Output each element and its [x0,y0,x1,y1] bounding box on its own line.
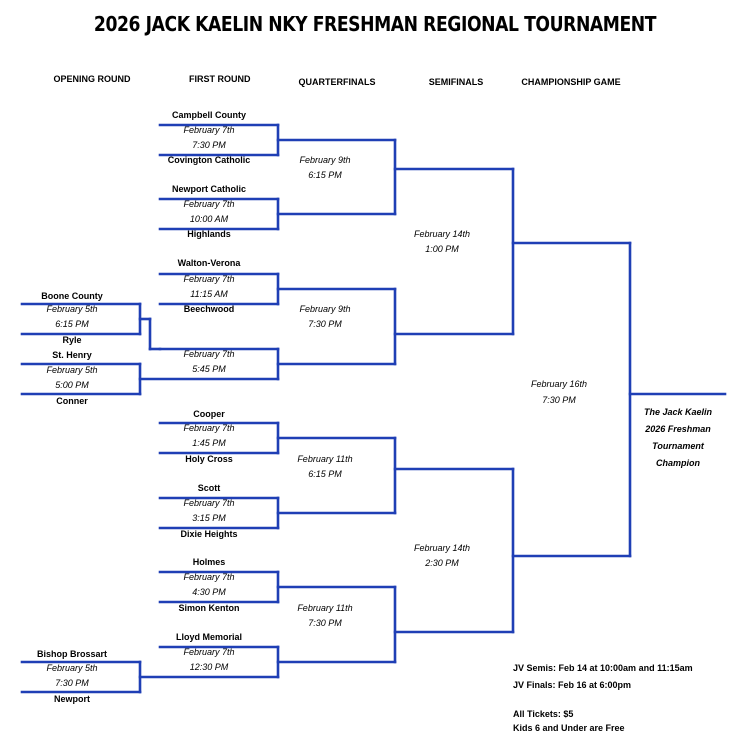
team-name: Simon Kenton [178,603,240,613]
info-kids-free: Kids 6 and Under are Free [513,723,625,733]
game-time: 2:30 PM [425,558,459,568]
team-name: Covington Catholic [167,155,251,165]
round-header-label: FIRST ROUND [189,74,251,84]
game-date: February 11th [297,454,353,464]
team-name: Holy Cross [185,454,233,464]
game-time: 1:45 PM [192,438,226,448]
team-name: Walton-Verona [177,258,241,268]
team-name: Newport Catholic [171,184,247,194]
game-time: 5:00 PM [55,380,89,390]
team-name: Conner [56,396,88,406]
game-time: 7:30 PM [55,678,89,688]
team-name: Ryle [62,335,82,345]
game-time: 6:15 PM [308,469,342,479]
game-date: February 11th [297,603,353,613]
game-date: February 7th [183,572,235,582]
round-header-label: SEMIFINALS [428,77,484,87]
game-time: 1:00 PM [425,244,459,254]
game-time: 7:30 PM [308,618,342,628]
champion-label: The Jack Kaelin 2026 Freshman Tournament… [630,404,726,472]
round-header-championship: CHAMPIONSHIP GAME [521,75,620,90]
info-jv-finals: JV Finals: Feb 16 at 6:00pm [513,680,632,690]
game-date: February 9th [299,304,351,314]
info-jv-semis: JV Semis: Feb 14 at 10:00am and 11:15am [513,663,693,673]
game-time: 4:30 PM [192,587,226,597]
team-name: Bishop Brossart [36,649,108,659]
round-header-first: FIRST ROUND [189,72,251,87]
team-name: Newport [54,694,90,704]
game-time: 5:45 PM [192,364,226,374]
game-date: February 7th [183,498,235,508]
team-name: Lloyd Memorial [175,632,243,642]
game-time: 6:15 PM [308,170,342,180]
game-time: 6:15 PM [55,319,89,329]
team-name: Campbell County [171,110,247,120]
game-time: 12:30 PM [189,662,229,672]
round-header-opening: OPENING ROUND [52,72,132,87]
game-date: February 7th [183,274,235,284]
champion-line: Tournament [652,441,704,451]
round-header-label: QUARTERFINALS [298,77,376,87]
game-date: February 14th [413,229,471,239]
game-date: February 7th [183,647,235,657]
team-name: Dixie Heights [180,529,238,539]
champion-line: 2026 Freshman [645,424,711,434]
game-time: 3:15 PM [192,513,226,523]
round-header-label: CHAMPIONSHIP GAME [521,77,621,87]
game-date: February 9th [299,155,351,165]
game-time: 7:30 PM [542,395,576,405]
game-date: February 5th [46,663,98,673]
team-name: Highlands [187,229,231,239]
game-date: February 5th [46,365,98,375]
team-name: Holmes [192,557,226,567]
page-title: 2026 JACK KAELIN NKY FRESHMAN REGIONAL T… [93,12,657,36]
game-date: February 7th [183,349,235,359]
team-name: Beechwood [183,304,235,314]
game-date: February 16th [530,379,588,389]
champion-line: The Jack Kaelin [643,407,713,417]
round-header-label: OPENING ROUND [53,74,131,84]
game-time: 7:30 PM [192,140,226,150]
game-date: February 14th [413,543,471,553]
champion-line: Champion [656,458,700,468]
game-date: February 5th [46,304,98,314]
round-header-quarterfinals: QUARTERFINALS [299,75,376,90]
game-time: 11:15 AM [190,289,228,299]
team-name: Scott [197,483,221,493]
info-tickets: All Tickets: $5 [513,709,574,719]
team-name: St. Henry [52,350,92,360]
game-time: 7:30 PM [308,319,342,329]
team-name: Cooper [193,409,225,419]
game-date: February 7th [183,199,235,209]
game-date: February 7th [183,423,235,433]
game-time: 10:00 AM [189,214,229,224]
game-date: February 7th [183,125,235,135]
round-header-semifinals: SEMIFINALS [429,75,484,90]
team-name: Boone County [41,291,103,301]
